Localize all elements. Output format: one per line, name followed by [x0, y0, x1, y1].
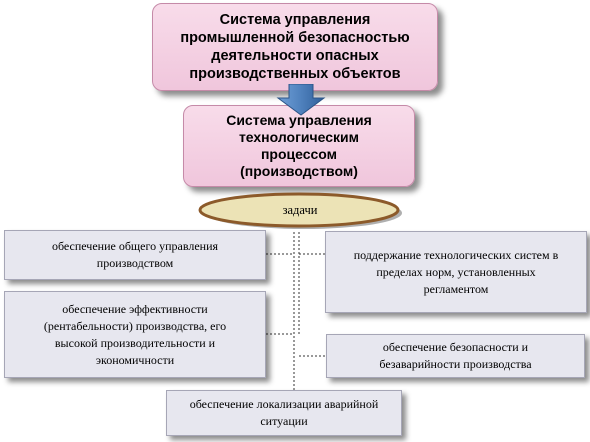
task-label: обеспечение эффективности (рентабельност… [43, 301, 227, 367]
task-label: обеспечение безопасности и безаварийност… [379, 340, 532, 371]
task-box-efficiency: обеспечение эффективности (рентабельност… [4, 291, 266, 378]
industrial-safety-system-label: Система управления промышленной безопасн… [180, 12, 410, 82]
down-arrow-icon [276, 84, 326, 116]
task-box-emergency-localization: обеспечение локализации аварийной ситуац… [166, 390, 402, 436]
task-label: поддержание технологических систем в пре… [353, 247, 559, 296]
process-control-system-box: Система управления технологическим проце… [183, 105, 415, 187]
task-box-safety: обеспечение безопасности и безаварийност… [326, 334, 585, 378]
task-box-maintain-norms: поддержание технологических систем в пре… [325, 231, 587, 313]
process-control-system-label: Система управления технологическим проце… [226, 112, 372, 179]
tasks-ellipse [198, 192, 402, 229]
tasks-ellipse-label: задачи [282, 202, 318, 217]
task-label: обеспечение локализации аварийной ситуац… [189, 397, 379, 428]
task-box-general-management: обеспечение общего управления производст… [4, 230, 266, 280]
task-label: обеспечение общего управления производст… [51, 239, 219, 270]
industrial-safety-system-box: Система управления промышленной безопасн… [152, 3, 438, 91]
